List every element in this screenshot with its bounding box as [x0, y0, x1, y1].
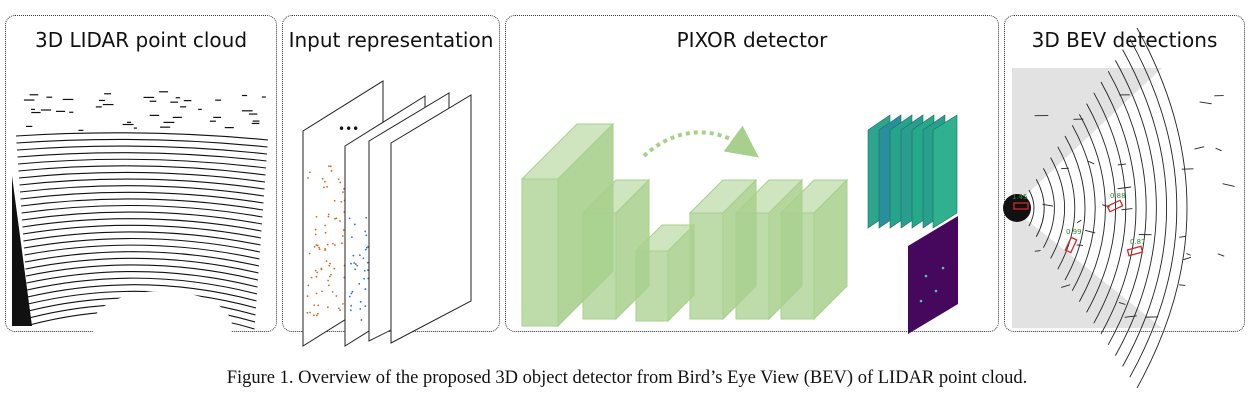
bev-detections-panel: 3D BEV detections 1.45 0.88 0.99 0.87 [1004, 15, 1245, 332]
detection-score-4: 0.87 [1130, 238, 1146, 246]
detection-score-2: 0.88 [1110, 192, 1126, 200]
upsample-block-1-front [690, 213, 723, 319]
detection-score-3: 0.99 [1066, 228, 1082, 236]
conv-block-3-front [636, 251, 668, 321]
detection-box-2 [1107, 200, 1122, 211]
lidar-panel-title: 3D LIDAR point cloud [6, 28, 276, 52]
input-panel-title: Input representation [283, 28, 499, 52]
conv-block-2-front [583, 213, 616, 319]
header-block-front [781, 213, 814, 319]
conv-block-1-front [522, 179, 558, 326]
input-representation-panel: Input representation ••• [282, 15, 500, 332]
bev-panel-title: 3D BEV detections [1005, 28, 1244, 52]
regression-output-maps [868, 115, 957, 228]
classification-heatmap [908, 216, 958, 334]
network-diagram [506, 56, 1000, 336]
upsample-block-2-front [736, 213, 769, 319]
detection-box-4 [1127, 246, 1142, 255]
detection-score-1: 1.45 [1012, 193, 1028, 201]
detector-panel-title: PIXOR detector [506, 28, 998, 52]
lidar-point-cloud-image [12, 76, 272, 326]
figure-caption: Figure 1. Overview of the proposed 3D ob… [0, 368, 1254, 389]
input-layers-stack: ••• [293, 71, 503, 341]
detection-box-3 [1065, 237, 1076, 252]
skip-connection-arrow [644, 132, 746, 156]
lidar-panel: 3D LIDAR point cloud [5, 15, 277, 332]
pixor-detector-panel: PIXOR detector [505, 15, 999, 332]
bev-detection-image: 1.45 0.88 0.99 0.87 [1012, 68, 1237, 328]
layer-ellipsis: ••• [338, 122, 359, 136]
